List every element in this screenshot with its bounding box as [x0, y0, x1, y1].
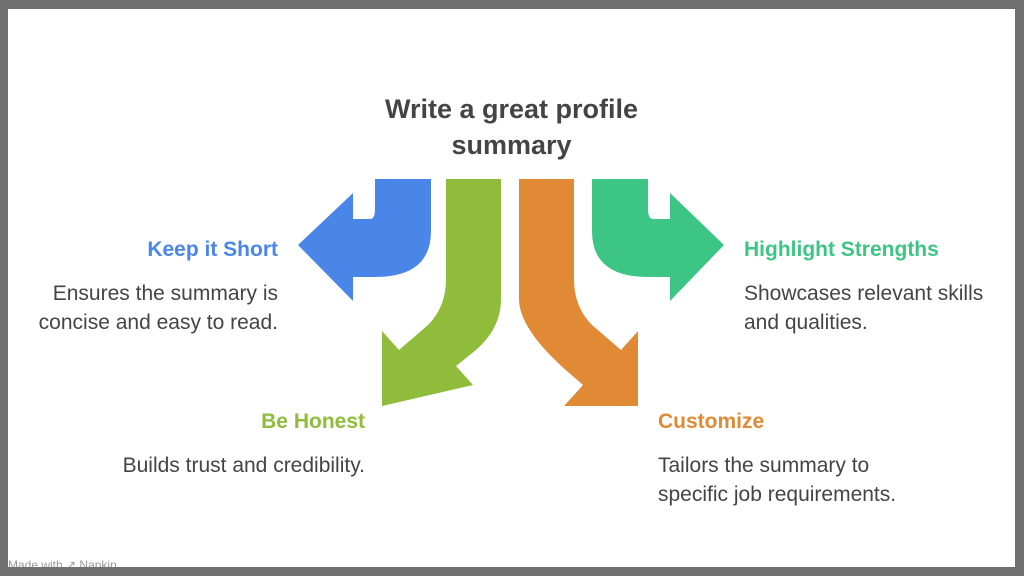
arrows-graphic: [298, 179, 724, 406]
desc-keep-it-short-line-2: concise and easy to read.: [38, 311, 278, 334]
desc-customize-line-2: specific job requirements.: [658, 483, 897, 506]
heading-keep-it-short: Keep it Short: [147, 238, 278, 261]
diagram-canvas: Write a great profile summary Keep it Sh…: [8, 9, 1015, 567]
title-line-1: Write a great profile: [384, 94, 639, 124]
desc-keep-it-short-line-1: Ensures the summary is: [52, 282, 278, 305]
blue-arrow: [298, 179, 431, 301]
diagram-title: Write a great profile summary: [8, 91, 1015, 163]
desc-highlight-strengths-line-1: Showcases relevant skills: [744, 282, 984, 305]
teal-arrow: [592, 179, 724, 301]
desc-customize-line-1: Tailors the summary to: [658, 454, 870, 477]
desc-highlight-strengths: Showcases relevant skills and qualities.: [744, 279, 983, 337]
orange-arrow: [519, 179, 638, 406]
heading-be-honest: Be Honest: [261, 410, 365, 433]
desc-be-honest-line-1: Builds trust and credibility.: [122, 454, 365, 477]
green-arrow: [382, 179, 501, 406]
desc-customize: Tailors the summary to specific job requ…: [658, 451, 896, 509]
desc-keep-it-short: Ensures the summary is concise and easy …: [8, 279, 278, 337]
footer-credit: Made with ↗ Napkin: [8, 558, 117, 567]
heading-customize: Customize: [658, 410, 765, 433]
desc-highlight-strengths-line-2: and qualities.: [744, 311, 868, 334]
heading-highlight-strengths: Highlight Strengths: [744, 238, 939, 261]
title-line-2: summary: [451, 130, 572, 160]
desc-be-honest: Builds trust and credibility.: [58, 451, 365, 480]
